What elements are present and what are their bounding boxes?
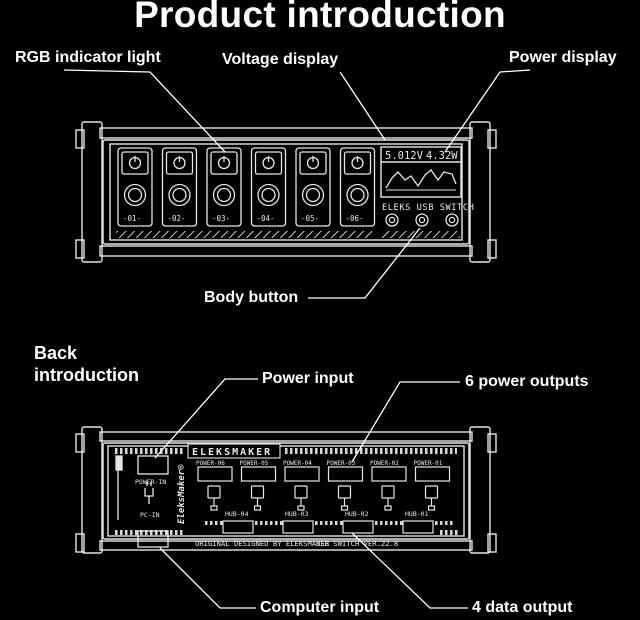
- power-readout: 4.32W: [426, 150, 458, 162]
- back-stripe-left: [113, 448, 183, 454]
- toggle-button[interactable]: [123, 183, 147, 207]
- hub-port-label: HUB-02: [345, 510, 369, 518]
- port-label: -04-: [257, 214, 275, 223]
- switch-column-5: -05-: [295, 147, 331, 227]
- power-icon: [262, 156, 275, 170]
- power-outputs-callout: 6 power outputs: [465, 373, 589, 390]
- power-port-label: POWER-01: [414, 460, 443, 467]
- toggle-button[interactable]: [301, 183, 325, 207]
- power-output-port-4: POWER-03: [327, 460, 364, 511]
- toggle-button[interactable]: [168, 183, 191, 207]
- body-button-callout: Body button: [204, 289, 299, 306]
- rgb-indicator-callout: RGB indicator light: [15, 49, 161, 66]
- back-introduction-heading: Back introduction: [34, 343, 139, 385]
- toggle-button[interactable]: [257, 183, 280, 207]
- power-port-label: POWER-06: [196, 460, 225, 467]
- hub-port-4: HUB-01: [402, 510, 434, 534]
- front-hatch-bar: [116, 231, 372, 238]
- port-label: -03-: [212, 214, 230, 223]
- device-brand-text: ELEKS USB SWITCH: [382, 203, 474, 213]
- brand-logo-text: ELEKSMAKER: [192, 447, 272, 458]
- front-leader-lines: [63, 69, 531, 299]
- hub-port-label: HUB-03: [285, 510, 309, 518]
- power-port-label: POWER-03: [327, 460, 356, 467]
- switch-column-1: -01-: [117, 147, 153, 227]
- power-display-callout: Power display: [509, 49, 617, 66]
- power-port-label: POWER-05: [240, 460, 269, 467]
- switch-column-2: -02-: [161, 147, 198, 227]
- power-icon: [128, 156, 142, 170]
- computer-input-callout: Computer input: [260, 599, 380, 616]
- power-icon: [306, 156, 320, 170]
- port-label: -06-: [346, 214, 364, 223]
- back-power-ports: POWER-06 POWER-05 POWER-04 POWER-03 POWER-02…: [196, 460, 451, 511]
- back-hub-ports: HUB-04 HUB-03 HUB-02 HUB-01: [222, 510, 434, 534]
- power-input-callout: Power input: [262, 370, 354, 387]
- power-output-port-1: POWER-06: [196, 460, 233, 511]
- pc-in-label: PC-IN: [140, 511, 160, 519]
- switch-column-6: -06-: [339, 147, 376, 227]
- port-label: -05-: [301, 214, 319, 223]
- data-output-callout: 4 data output: [472, 599, 573, 616]
- back-device: [75, 426, 497, 554]
- front-switch-columns: -01- -02- -03- -04- -05- -06-: [117, 147, 376, 227]
- display-screen: [380, 146, 462, 198]
- hub-port-label: HUB-04: [225, 510, 249, 518]
- power-output-port-2: POWER-05: [240, 460, 277, 511]
- footer-left-text: ORIGINAL DESIGNED BY ELEKSMAKER: [195, 539, 330, 548]
- power-in-label: POWER-IN: [135, 478, 166, 486]
- side-brand-text: EleksMaker®: [177, 464, 187, 524]
- power-output-port-5: POWER-02: [370, 460, 407, 511]
- hub-port-3: HUB-02: [342, 510, 374, 534]
- hub-port-2: HUB-03: [282, 510, 314, 534]
- switch-column-3: -03-: [206, 147, 242, 227]
- footer-right-text: USB SWITCH VER.22.8: [316, 539, 398, 548]
- power-output-port-3: POWER-04: [283, 460, 320, 511]
- power-icon: [351, 156, 364, 170]
- port-label: -02-: [168, 214, 186, 223]
- hub-port-1: HUB-04: [222, 510, 254, 534]
- back-left-ports: [115, 455, 169, 548]
- toggle-button[interactable]: [212, 183, 236, 207]
- power-port-label: POWER-02: [370, 460, 399, 467]
- port-label: -01-: [123, 214, 141, 223]
- back-leader-lines: [154, 378, 468, 609]
- power-output-port-6: POWER-01: [414, 460, 451, 511]
- power-icon: [173, 156, 186, 170]
- power-icon: [217, 156, 231, 170]
- voltage-display-callout: Voltage display: [222, 51, 339, 68]
- page-title: Product introduction: [134, 0, 506, 35]
- body-button-icons: [385, 213, 459, 227]
- front-device: [75, 121, 497, 263]
- power-port-label: POWER-04: [283, 460, 312, 467]
- hub-port-label: HUB-01: [405, 510, 429, 518]
- toggle-button[interactable]: [346, 183, 369, 207]
- voltage-readout: 5.012V: [385, 150, 424, 162]
- switch-column-4: -04-: [250, 147, 287, 227]
